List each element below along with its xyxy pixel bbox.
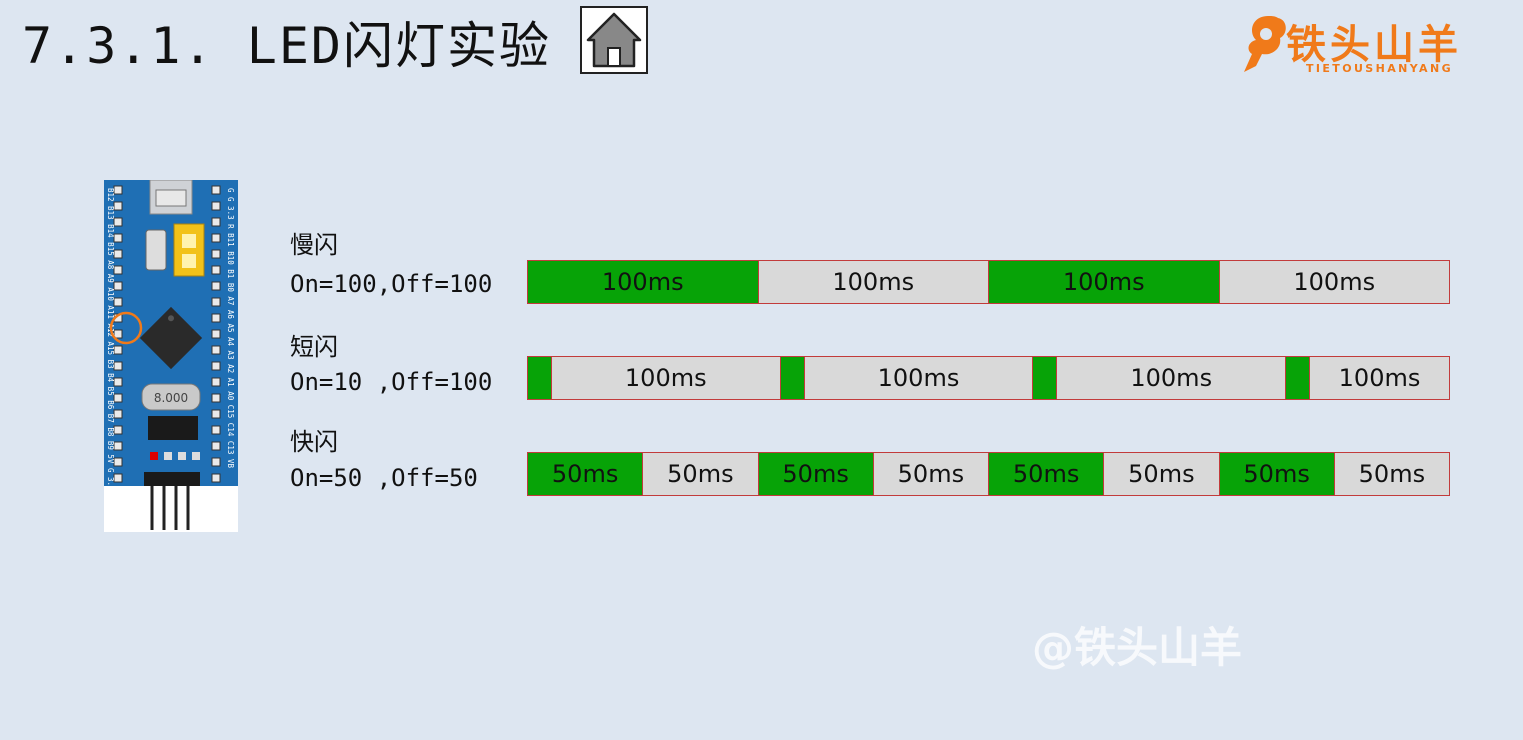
segment-on [1286,357,1310,399]
board-pin-labels-right: G G 3.3 R B11 B10 B1 B0 A7 A6 A5 A4 A3 A… [226,188,235,468]
segment-on: 100ms [528,261,759,303]
fast-blink-name: 快闪 [290,428,338,456]
segment-on: 100ms [989,261,1220,303]
segment-off: 50ms [1104,453,1220,495]
short-blink-name: 短闪 [290,333,338,361]
segment-off: 50ms [873,453,989,495]
segment-on [1033,357,1058,399]
segment-off: 50ms [643,453,759,495]
segment-on: 50ms [1219,453,1335,495]
fast-blink-params: On=50 ,Off=50 [290,464,478,492]
segment-on: 50ms [528,453,644,495]
stm32-board-photo: B12 B13 B14 B15 A8 A9 A10 A11 A12 A15 B3… [104,180,238,532]
led-pin-highlight [109,311,143,345]
slow-blink-params: On=100,Off=100 [290,270,493,298]
segment-off: 100ms [804,357,1034,399]
slow-blink-name: 慢闪 [290,231,338,259]
board-pin-labels-left: B12 B13 B14 B15 A8 A9 A10 A11 A12 A15 B3… [106,188,115,491]
short-blink-timeline: 100ms 100ms 100ms 100ms [527,356,1450,400]
segment-on: 50ms [989,453,1105,495]
ram-icon [1244,16,1286,72]
segment-off: 100ms [551,357,781,399]
segment-off: 100ms [1219,261,1449,303]
logo-subtitle: TIETOUSHANYANG [1306,62,1454,75]
segment-on: 50ms [758,453,874,495]
home-button[interactable] [580,6,648,74]
logo-text: 铁头山羊 [1286,22,1462,68]
segment-off: 100ms [1310,357,1450,399]
page-title: 7.3.1. LED闪灯实验 [22,17,552,75]
segment-on [780,357,805,399]
home-icon [586,12,642,68]
brand-logo: 铁头山羊 TIETOUSHANYANG [1242,10,1514,80]
watermark: @铁头山羊 [1032,623,1243,672]
segment-off: 100ms [758,261,989,303]
segment-off: 50ms [1334,453,1449,495]
segment-off: 100ms [1057,357,1287,399]
short-blink-params: On=10 ,Off=100 [290,368,493,396]
segment-on [528,357,552,399]
crystal-label: 8.000 [154,391,188,405]
